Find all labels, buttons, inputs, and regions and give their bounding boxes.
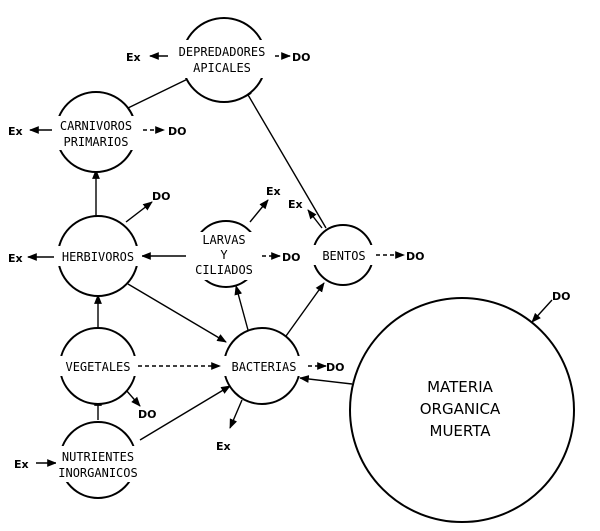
node-materia: MATERIA ORGANICA MUERTA <box>349 297 575 523</box>
edge-bacterias-bentos <box>285 282 325 337</box>
label-ex-bacterias: Ex <box>216 440 231 453</box>
node-nutrientes-line2: INORGANICOS <box>58 466 137 480</box>
label-do-herbivoros: DO <box>152 190 170 203</box>
edge-do-materia <box>531 299 553 323</box>
label-do-vegetales: DO <box>138 408 156 421</box>
node-vegetales-label: VEGETALES <box>65 360 130 374</box>
edge-bentos-ex <box>307 209 323 229</box>
node-materia-line2: ORGANICA <box>420 400 501 418</box>
node-bacterias-label: BACTERIAS <box>231 360 296 374</box>
label-do-larvas: DO <box>282 251 300 264</box>
node-materia-line1: MATERIA <box>427 378 494 396</box>
node-carnivoros: CARNIVOROS PRIMARIOS <box>52 91 140 173</box>
node-larvas-line2: Y <box>220 248 228 262</box>
node-herbivoros: HERBIVOROS <box>54 215 142 297</box>
label-ex-carnivoros: Ex <box>8 125 23 138</box>
label-ex-herbivoros: Ex <box>8 252 23 265</box>
node-depredadores: DEPREDADORES APICALES <box>168 17 272 103</box>
node-depredadores-line1: DEPREDADORES <box>179 45 266 59</box>
node-materia-line3: MUERTA <box>430 422 492 440</box>
node-larvas-line3: CILIADOS <box>195 263 253 277</box>
edge-bacterias-larvas <box>234 285 249 331</box>
label-ex-larvas: Ex <box>266 185 281 198</box>
label-do-materia: DO <box>552 290 570 303</box>
node-depredadores-line2: APICALES <box>193 61 251 75</box>
label-do-carnivoros: DO <box>168 125 186 138</box>
node-bentos-label: BENTOS <box>322 249 365 263</box>
label-ex-nutrientes: Ex <box>14 458 29 471</box>
edge-materia-bacterias <box>299 375 353 385</box>
node-larvas-line1: LARVAS <box>202 233 245 247</box>
label-do-depredadores: DO <box>292 51 310 64</box>
edge-vegetales-do <box>125 389 141 407</box>
node-larvas: LARVAS Y CILIADOS <box>188 220 260 288</box>
node-nutrientes: NUTRIENTES INORGANICOS <box>56 421 142 499</box>
connections <box>92 73 353 441</box>
node-bacterias: BACTERIAS <box>222 327 306 405</box>
label-ex-depredadores: Ex <box>126 51 141 64</box>
node-vegetales: VEGETALES <box>58 327 138 405</box>
label-do-bentos: DO <box>406 250 424 263</box>
label-ex-bentos: Ex <box>288 198 303 211</box>
edge-herbivoros-do <box>125 201 153 223</box>
node-herbivoros-label: HERBIVOROS <box>62 250 134 264</box>
edge-bentos-depredadores <box>243 87 327 229</box>
edge-bacterias-ex <box>229 399 243 429</box>
node-nutrientes-line1: NUTRIENTES <box>62 450 134 464</box>
edge-nutrientes-bacterias <box>139 385 231 441</box>
node-carnivoros-line1: CARNIVOROS <box>60 119 132 133</box>
edge-herbivoros-bacterias <box>127 283 227 343</box>
node-carnivoros-line2: PRIMARIOS <box>63 135 128 149</box>
node-bentos: BENTOS <box>312 224 376 286</box>
label-do-bacterias: DO <box>326 361 344 374</box>
edge-larvas-ex <box>249 199 269 223</box>
